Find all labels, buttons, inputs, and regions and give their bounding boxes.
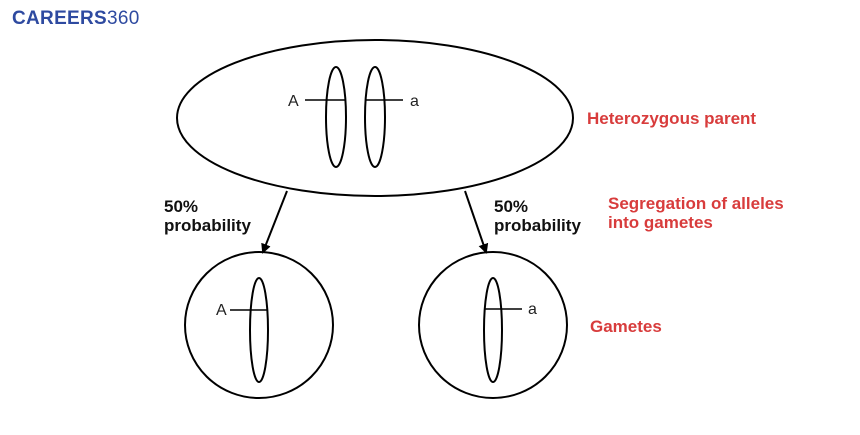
- logo-text-360: 360: [107, 8, 140, 29]
- gamete-right-chromosome: [483, 277, 503, 383]
- segregation-label-line2: into gametes: [608, 213, 713, 232]
- left-probability-word: probability: [164, 216, 251, 235]
- segregation-label-line1: Segregation of alleles: [608, 194, 784, 213]
- gamete-cell-left: [184, 251, 334, 399]
- gamete-left-allele: A: [216, 302, 227, 319]
- parent-cell: [176, 39, 574, 197]
- logo-text-careers: CAREERS: [12, 8, 108, 29]
- parent-allele-recessive: a: [410, 93, 419, 110]
- heterozygous-parent-label: Heterozygous parent: [587, 109, 756, 128]
- left-probability-percent: 50%: [164, 197, 198, 216]
- arrow-to-right-gamete: [464, 190, 489, 254]
- right-probability-percent: 50%: [494, 197, 528, 216]
- gametes-label: Gametes: [590, 317, 662, 336]
- right-probability-word: probability: [494, 216, 581, 235]
- gamete-right-allele: a: [528, 301, 537, 318]
- parent-chromosome-left: [325, 66, 347, 168]
- careers360-logo: CAREERS360: [12, 8, 140, 30]
- gamete-left-chromosome: [249, 277, 269, 383]
- gamete-cell-right: [418, 251, 568, 399]
- arrow-to-left-gamete: [261, 190, 288, 254]
- parent-allele-dominant: A: [288, 93, 299, 110]
- parent-chromosome-right: [364, 66, 386, 168]
